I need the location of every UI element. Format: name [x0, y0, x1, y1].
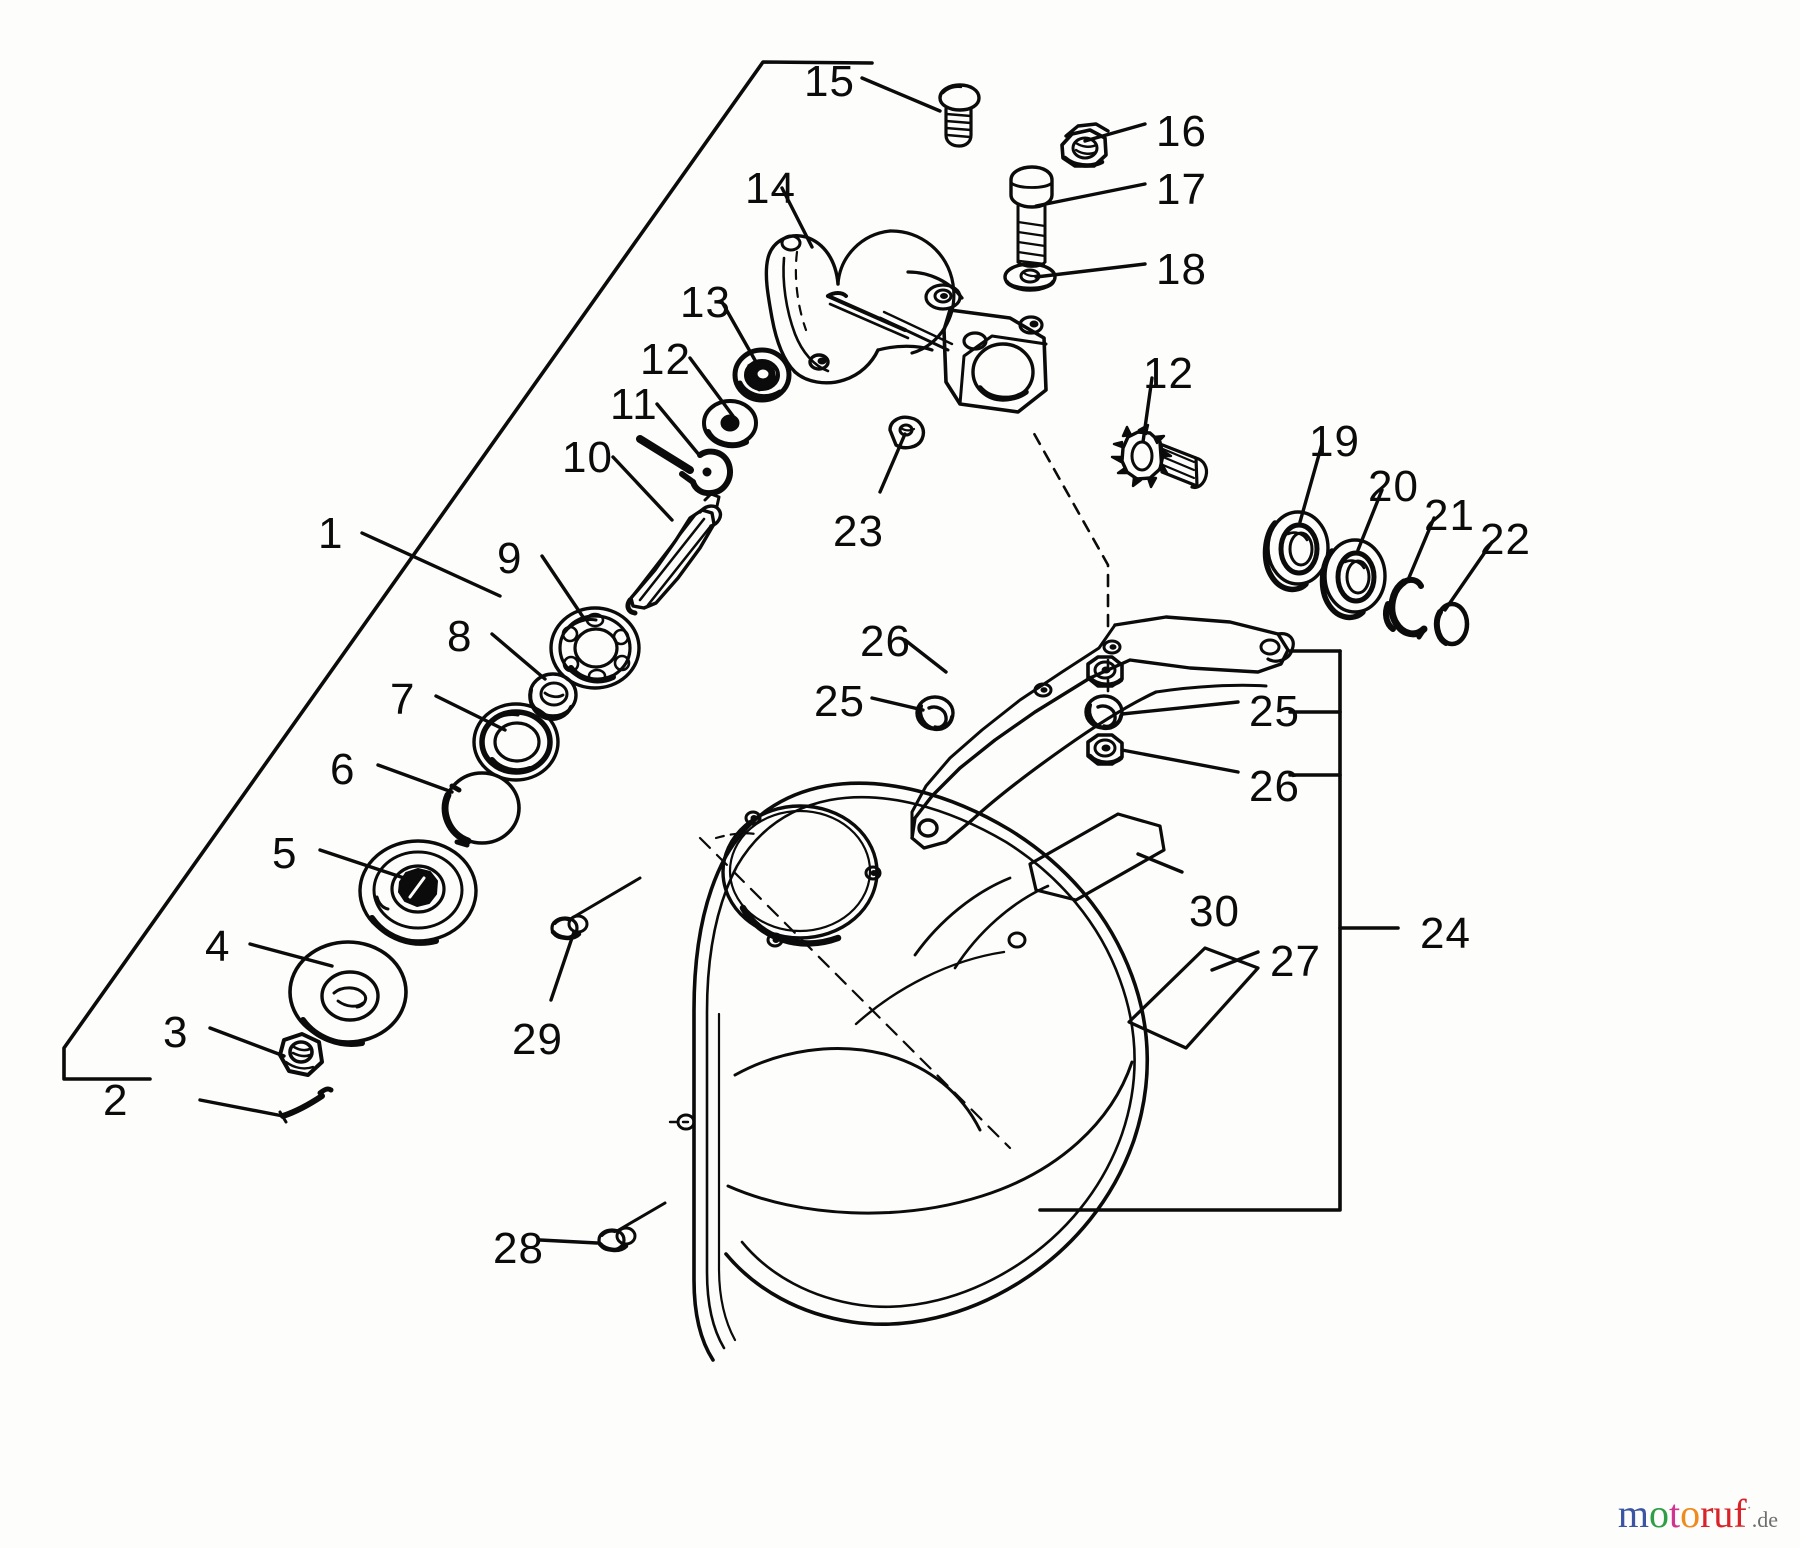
callout-18: 18 — [1156, 245, 1207, 294]
callout-17: 17 — [1156, 165, 1207, 214]
watermark-letter-t: t — [1668, 1491, 1681, 1536]
callout-26-left: 26 — [860, 617, 911, 666]
group-bracket-1 — [62, 60, 874, 1081]
callout-27: 27 — [1270, 937, 1321, 986]
part-shield-guard — [668, 781, 1150, 1362]
callout-10: 10 — [562, 433, 613, 482]
callout-28: 28 — [493, 1224, 544, 1273]
callout-23: 23 — [833, 507, 884, 556]
watermark-letter-o1: o — [1648, 1491, 1669, 1536]
callout-29: 29 — [512, 1015, 563, 1064]
watermark-dot: · — [1746, 1500, 1752, 1517]
leader-lines — [198, 76, 1494, 1245]
callout-12-washer: 12 — [640, 335, 691, 384]
part-17-hex-bolt — [1009, 165, 1054, 268]
callout-3: 3 — [163, 1008, 189, 1057]
part-4-washer-plate — [288, 940, 408, 1047]
part-23-tab-washer — [888, 415, 926, 450]
callout-20: 20 — [1368, 462, 1419, 511]
callout-26-right: 26 — [1249, 762, 1300, 811]
callout-9: 9 — [497, 534, 523, 583]
callout-1: 1 — [318, 509, 344, 558]
part-21-snap-ring — [1382, 576, 1428, 640]
part-7-bearing-large — [472, 702, 560, 782]
callout-25-left: 25 — [814, 677, 865, 726]
callout-13: 13 — [680, 278, 731, 327]
callout-19: 19 — [1309, 417, 1360, 466]
motoruf-watermark: motoruf·.de — [1618, 1494, 1778, 1534]
part-14-gearcase-housing — [764, 229, 1048, 414]
part-6-snap-ring — [441, 771, 521, 848]
part-29-screw — [550, 876, 642, 941]
part-15-screw — [938, 83, 981, 148]
group-bracket-24 — [1038, 649, 1400, 1212]
callout-4: 4 — [205, 922, 231, 971]
callout-11: 11 — [610, 380, 658, 429]
part-3-lock-nut — [278, 1032, 324, 1077]
callout-8: 8 — [447, 612, 473, 661]
part-13-collar-nut — [732, 347, 792, 403]
callout-16: 16 — [1156, 107, 1207, 156]
part-19-seal — [1262, 510, 1330, 593]
shield-centre-axis — [698, 836, 1012, 1150]
part-8-bushing — [528, 672, 578, 721]
callout-14: 14 — [745, 164, 796, 213]
part-12a-flat-washer — [702, 399, 758, 449]
part-11-retaining-clip — [636, 435, 733, 497]
watermark-letter-o2: o — [1680, 1491, 1701, 1536]
callout-7: 7 — [390, 675, 416, 724]
part-27-decal — [1127, 946, 1260, 1050]
watermark-letter-f: f — [1733, 1491, 1747, 1536]
part-18-flat-washer — [1003, 262, 1057, 292]
part-20-bearing — [1319, 538, 1387, 621]
callout-12-gear: 12 — [1143, 349, 1194, 398]
part-25a-clip — [915, 695, 955, 732]
callout-30: 30 — [1189, 887, 1240, 936]
part-30-label-plate — [1028, 812, 1166, 902]
callout-25-right: 25 — [1249, 687, 1300, 736]
watermark-letter-r: r — [1700, 1491, 1714, 1536]
callout-2: 2 — [103, 1076, 129, 1125]
watermark-letter-m: m — [1617, 1491, 1649, 1536]
part-28-screw — [597, 1201, 667, 1253]
callout-6: 6 — [330, 745, 356, 794]
callout-24: 24 — [1420, 909, 1471, 958]
part-26b-nut — [1086, 733, 1124, 766]
callout-15: 15 — [804, 57, 855, 106]
callout-22: 22 — [1480, 515, 1531, 564]
part-24-shield-bracket — [910, 428, 1295, 850]
callout-5: 5 — [272, 829, 298, 878]
part-9-ball-bearing — [549, 606, 641, 690]
watermark-tld: .de — [1751, 1507, 1778, 1532]
part-2-roll-pin — [278, 1086, 334, 1124]
part-16-flange-nut — [1060, 122, 1110, 168]
part-12b-pinion-gear — [1110, 423, 1209, 490]
part-10-splined-shaft — [625, 492, 723, 616]
part-22-small-ring — [1433, 601, 1470, 647]
callout-21: 21 — [1424, 491, 1475, 540]
part-5-drum-housing — [358, 839, 478, 946]
watermark-letter-u: u — [1713, 1491, 1734, 1536]
